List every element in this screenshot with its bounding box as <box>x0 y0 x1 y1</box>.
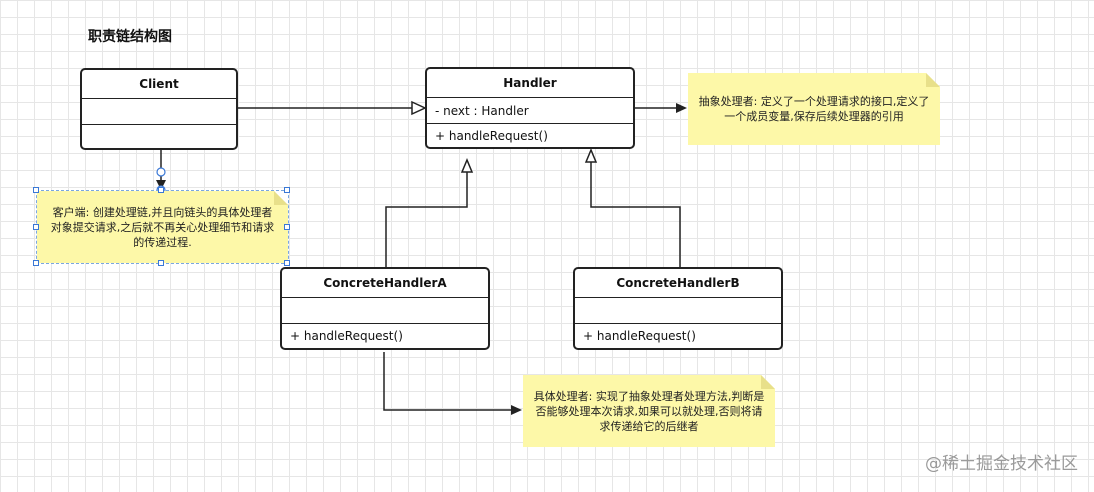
association-arrowhead <box>411 100 427 116</box>
client-note-arrowhead <box>156 180 166 190</box>
selection-handle-bl[interactable] <box>33 260 39 266</box>
class-concrete-handler-a[interactable]: ConcreteHandlerA + handleRequest() <box>280 267 490 350</box>
class-handler-attribute: - next : Handler <box>427 98 633 124</box>
handler-note-arrowhead <box>676 103 687 113</box>
selection-handle-tl[interactable] <box>33 187 39 193</box>
diagram-title: 职责链结构图 <box>88 29 172 45</box>
concreteA-inheritance-arrowhead <box>460 158 474 173</box>
class-client[interactable]: Client <box>80 68 238 150</box>
class-concrete-handler-a-method: + handleRequest() <box>290 329 403 343</box>
note-client[interactable]: 客户端: 创建处理链,并且向链头的具体处理者对象提交请求,之后就不再关心处理细节… <box>37 191 288 263</box>
selection-handle-ml[interactable] <box>33 224 39 230</box>
watermark: @稀土掘金技术社区 <box>925 454 1078 474</box>
note-concrete-text: 具体处理者: 实现了抽象处理者处理方法,判断是否能够处理本次请求,如果可以就处理… <box>533 389 765 433</box>
class-client-attributes <box>82 99 236 125</box>
class-concrete-handler-b-attributes <box>575 298 781 324</box>
selection-handle-mr[interactable] <box>284 224 290 230</box>
selection-handle-bm[interactable] <box>158 260 164 266</box>
concreteA-to-note-line <box>383 352 511 411</box>
client-link-handle-top <box>156 167 166 177</box>
class-concrete-handler-b[interactable]: ConcreteHandlerB + handleRequest() <box>573 267 783 350</box>
class-handler[interactable]: Handler - next : Handler + handleRequest… <box>425 67 635 149</box>
selection-handle-tm[interactable] <box>158 187 164 193</box>
concreteA-note-arrowhead <box>511 405 522 415</box>
class-handler-method: + handleRequest() <box>435 129 548 143</box>
concreteA-inheritance-line <box>385 172 468 267</box>
class-concrete-handler-a-attributes <box>282 298 488 324</box>
class-client-name: Client <box>82 70 236 99</box>
class-handler-name: Handler <box>427 69 633 98</box>
note-client-selection-outline <box>36 190 289 264</box>
class-concrete-handler-b-name: ConcreteHandlerB <box>575 269 781 298</box>
class-client-methods <box>82 125 236 148</box>
concreteB-inheritance-arrowhead <box>584 148 598 163</box>
class-concrete-handler-b-method: + handleRequest() <box>583 329 696 343</box>
note-client-text: 客户端: 创建处理链,并且向链头的具体处理者对象提交请求,之后就不再关心处理细节… <box>50 205 275 249</box>
selection-handle-tr[interactable] <box>284 187 290 193</box>
note-handler[interactable]: 抽象处理者: 定义了一个处理请求的接口,定义了一个成员变量,保存后续处理器的引用 <box>688 73 940 145</box>
note-concrete[interactable]: 具体处理者: 实现了抽象处理者处理方法,判断是否能够处理本次请求,如果可以就处理… <box>523 375 775 447</box>
note-handler-text: 抽象处理者: 定义了一个处理请求的接口,定义了一个成员变量,保存后续处理器的引用 <box>698 95 930 123</box>
concreteB-inheritance-line <box>590 162 681 267</box>
class-concrete-handler-a-name: ConcreteHandlerA <box>282 269 488 298</box>
selection-handle-br[interactable] <box>284 260 290 266</box>
